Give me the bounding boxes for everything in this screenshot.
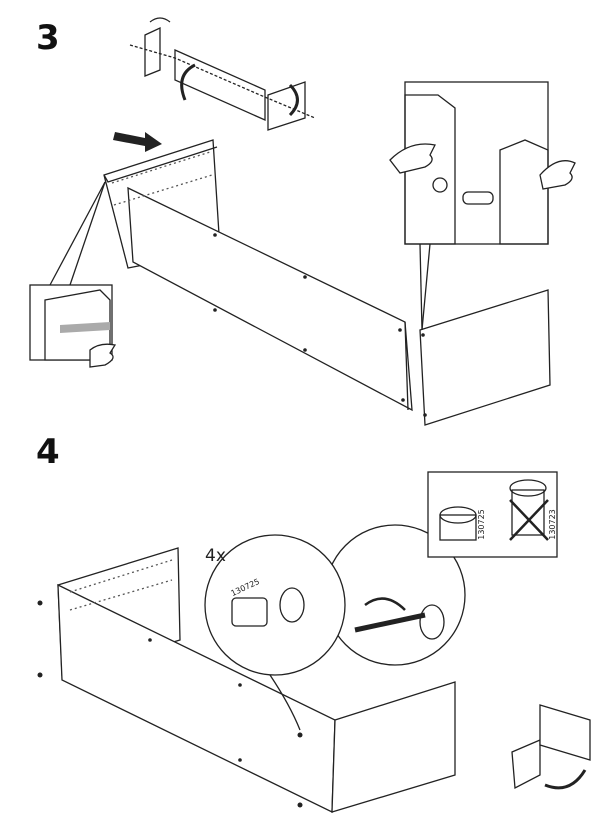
step-4-number: 4 — [36, 432, 60, 472]
part-inset-box — [427, 471, 558, 558]
step4-cabinet — [37, 547, 456, 814]
step3-cabinet — [103, 139, 551, 426]
correct-part-number: 130725 — [476, 509, 486, 540]
quantity-label: 4x — [205, 546, 226, 566]
push-arrow-right — [113, 132, 162, 152]
wrong-part-number: 130723 — [547, 509, 557, 540]
step-3-number: 3 — [36, 18, 60, 58]
step3-overview-diagram — [129, 17, 316, 131]
step3-detail-callout-right — [389, 81, 576, 331]
cam-lock-detail-circles — [204, 524, 466, 731]
step3-detail-callout-left — [29, 181, 117, 368]
flip-cabinet-diagram — [511, 704, 591, 790]
